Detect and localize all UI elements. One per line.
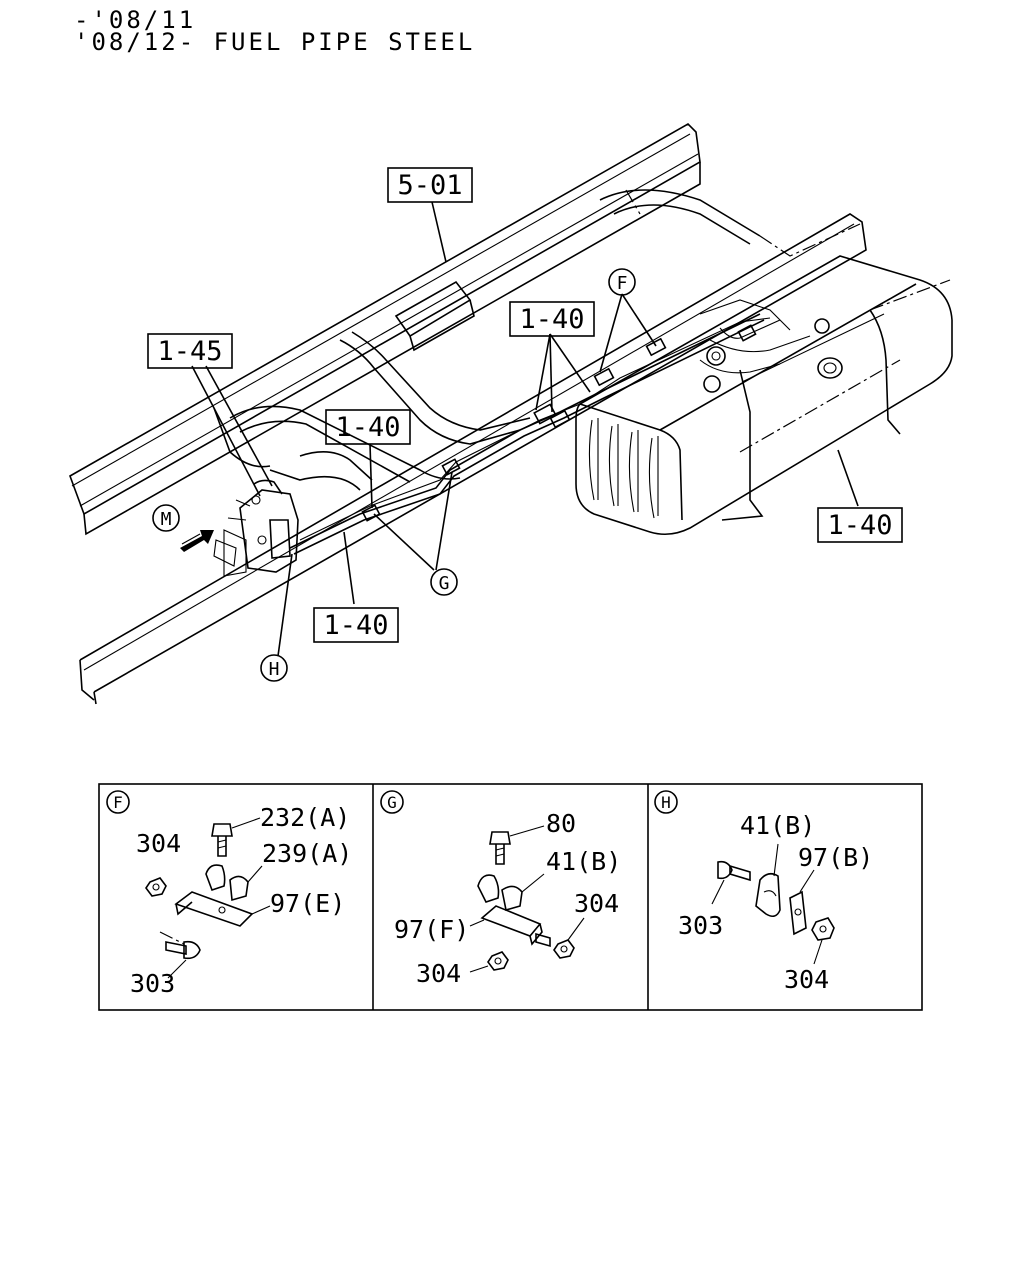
svg-text:97(F): 97(F) [394,915,469,944]
svg-text:G: G [387,793,397,812]
cross-members [213,189,761,491]
callout-5-01: 5-01 [387,167,473,203]
svg-text:1-40: 1-40 [323,610,388,641]
detail-panels-frame [98,783,923,1011]
callout-1-40-middle: 1-40 [325,409,411,445]
callout-1-40-top: 1-40 [509,301,595,337]
frame-rail-upper [69,123,701,536]
callout-1-40-bottom: 1-40 [313,607,399,643]
svg-text:232(A): 232(A) [260,803,350,832]
svg-text:80: 80 [546,809,576,838]
svg-text:H: H [661,793,671,812]
svg-text:5-01: 5-01 [397,170,462,201]
svg-text:H: H [269,659,280,680]
svg-text:303: 303 [678,911,723,940]
ref-circle-m: M [152,504,180,532]
svg-text:41(B): 41(B) [546,847,621,876]
leader-lines [191,201,859,657]
ref-circle-h: H [260,654,288,682]
svg-text:303: 303 [130,969,175,998]
svg-text:97(B): 97(B) [798,843,873,872]
svg-text:1-45: 1-45 [157,336,222,367]
svg-text:F: F [113,793,123,812]
svg-text:G: G [439,573,450,594]
callout-1-40-tank: 1-40 [817,507,903,543]
svg-text:239(A): 239(A) [262,839,352,868]
svg-text:304: 304 [136,829,181,858]
callout-1-45: 1-45 [147,333,233,369]
ref-circle-g: G [430,568,458,596]
svg-text:304: 304 [416,959,461,988]
svg-text:F: F [617,273,628,294]
svg-text:1-40: 1-40 [827,510,892,541]
svg-text:304: 304 [784,965,829,994]
detail-h: H 41(B) 97(B) 303 304 [654,790,873,994]
fuel-filter-assembly [213,479,299,577]
svg-text:M: M [161,509,172,530]
svg-text:41(B): 41(B) [740,811,815,840]
clamp-markers [361,324,757,522]
svg-text:1-40: 1-40 [519,304,584,335]
detail-f: F 232(A) 304 239(A) 97(E) 303 [106,790,352,998]
fuel-tank [575,255,953,536]
svg-text:304: 304 [574,889,619,918]
direction-arrow-icon [180,530,214,552]
svg-text:97(E): 97(E) [270,889,345,918]
svg-text:1-40: 1-40 [335,412,400,443]
dash-lines [625,189,951,453]
ref-circle-f: F [608,268,636,296]
header-line-2: '08/12- FUEL PIPE STEEL [74,28,476,56]
detail-g: G 80 41(B) 304 97(F) 304 [380,790,621,988]
frame-rail-lower [79,213,867,705]
header-line-1: -'08/11 [74,6,197,34]
